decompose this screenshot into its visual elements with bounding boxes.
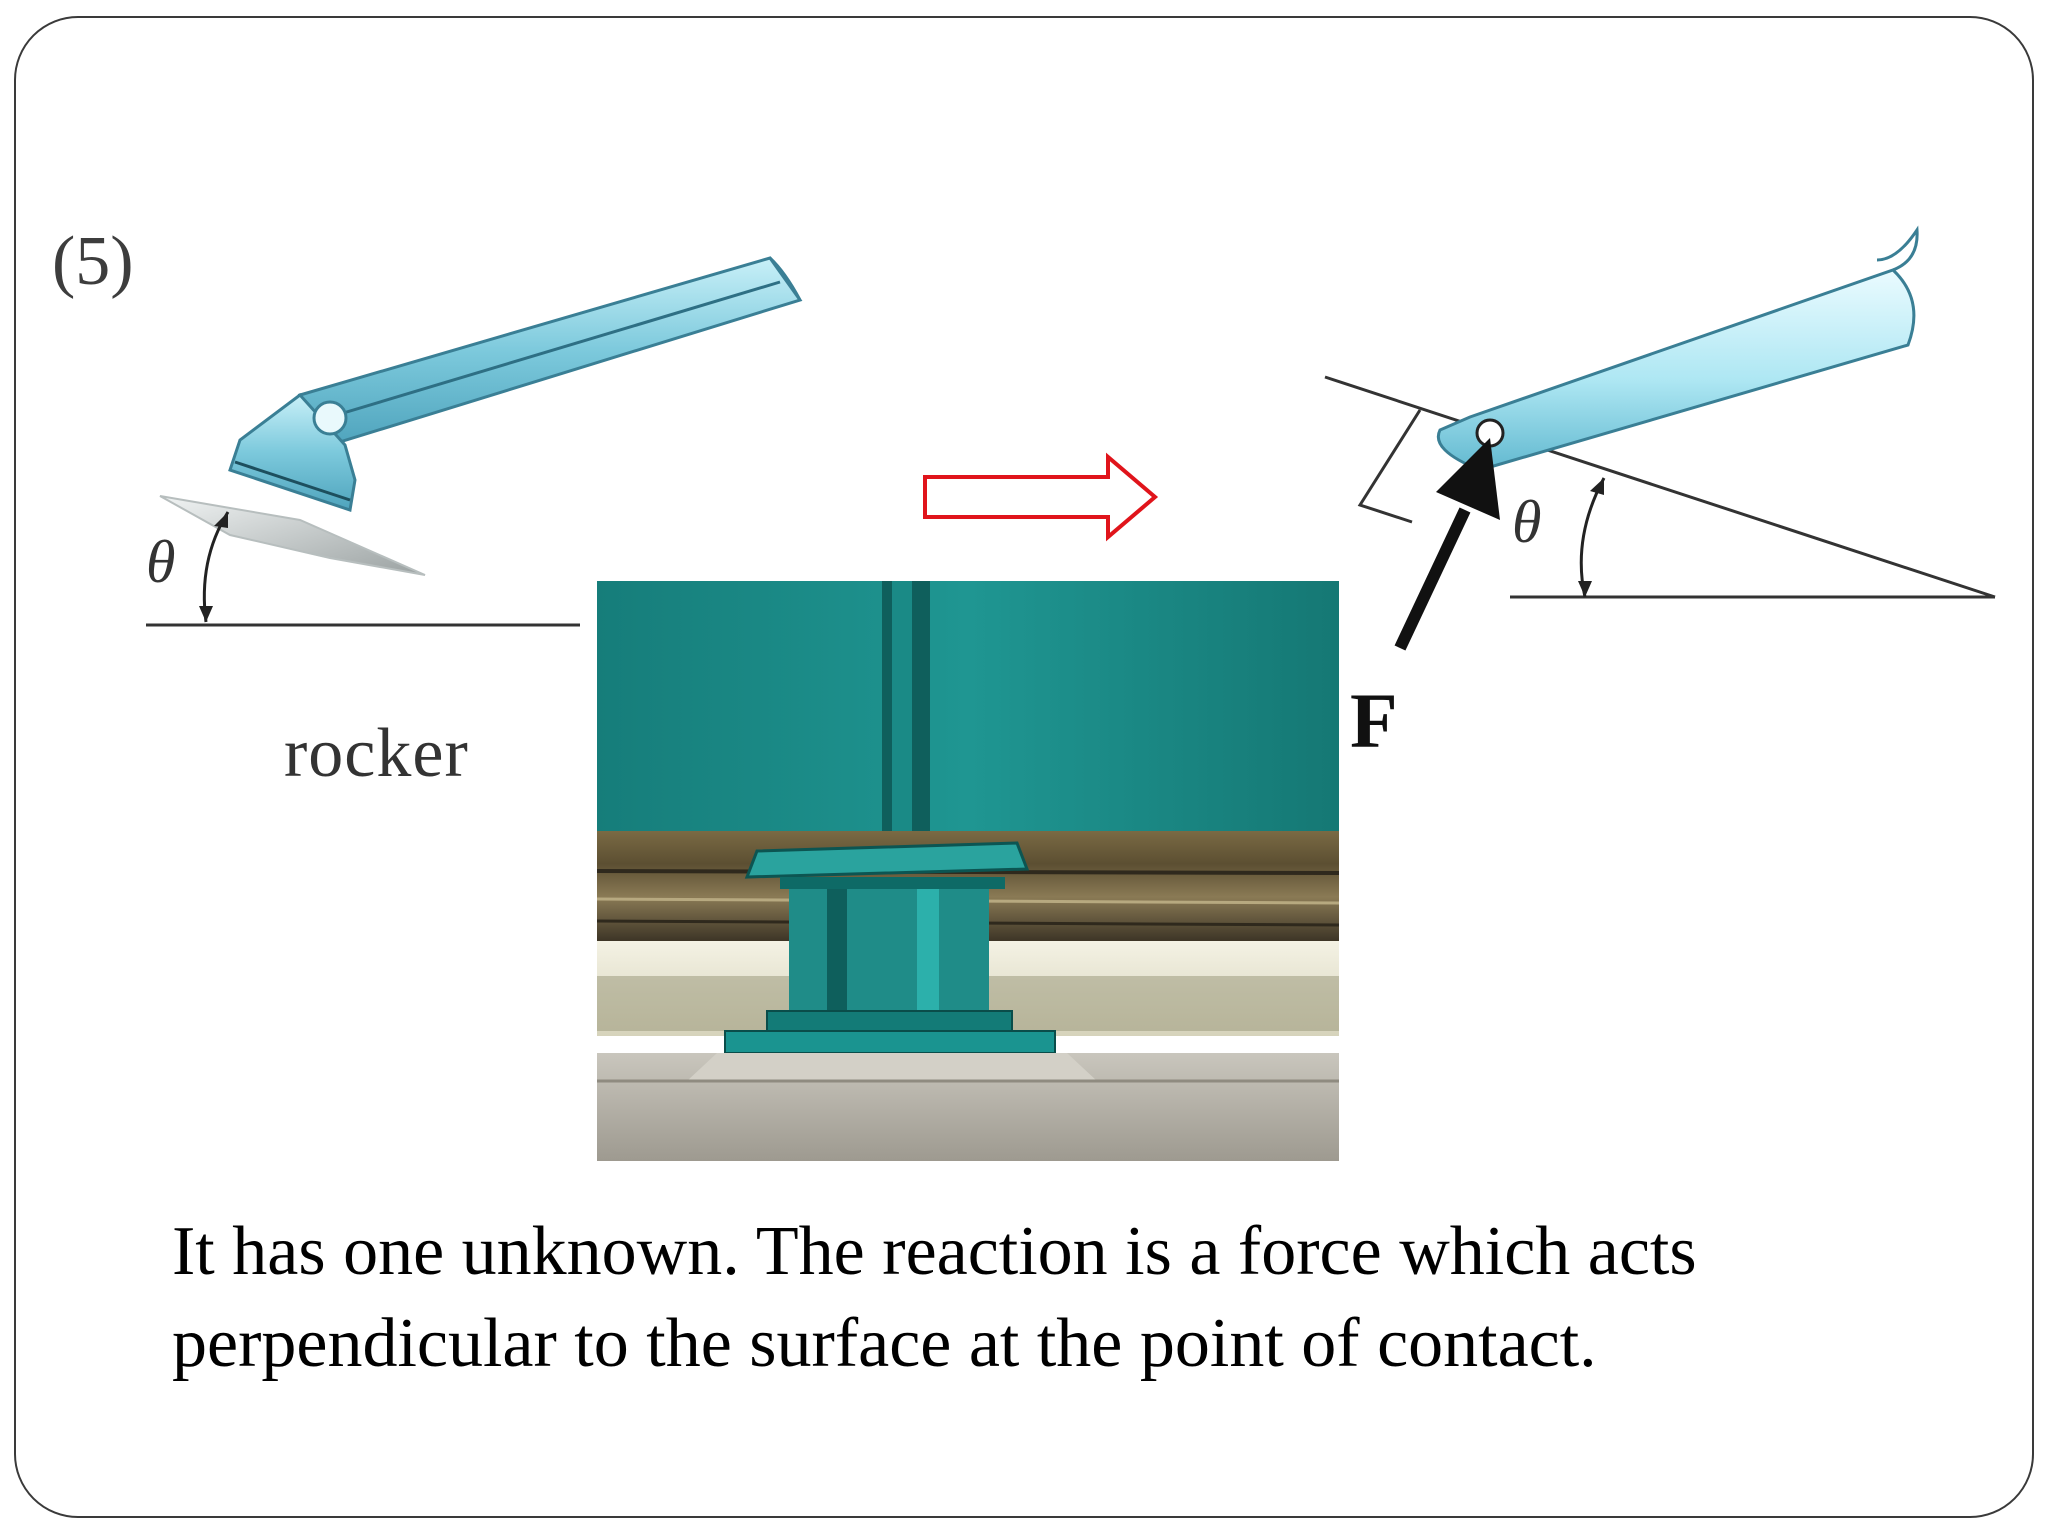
bridge-bearing-photo <box>597 581 1339 1161</box>
right-angle-arc <box>1579 477 1606 598</box>
force-arrow-head <box>1436 438 1500 520</box>
left-angle-label: θ <box>146 529 176 595</box>
right-angle-label: θ <box>1512 489 1542 555</box>
normal-reference-box <box>1357 409 1422 524</box>
fbd-member <box>1437 268 1916 472</box>
rocker-label: rocker <box>284 715 469 792</box>
girder-web <box>597 581 1339 843</box>
right-arrow-icon <box>923 452 1159 542</box>
caption-line-2: perpendicular to the surface at the poin… <box>172 1305 1597 1382</box>
rocker-pin <box>312 400 348 436</box>
item-number: (5) <box>52 223 134 300</box>
caption: It has one unknown. The reaction is a fo… <box>172 1206 1972 1390</box>
rocker-bearing <box>724 841 1056 1054</box>
inclined-surface-line <box>1324 375 1996 599</box>
force-arrow-shaft <box>1394 507 1471 651</box>
caption-line-1: It has one unknown. The reaction is a fo… <box>172 1213 1697 1290</box>
force-label: F <box>1350 677 1398 764</box>
